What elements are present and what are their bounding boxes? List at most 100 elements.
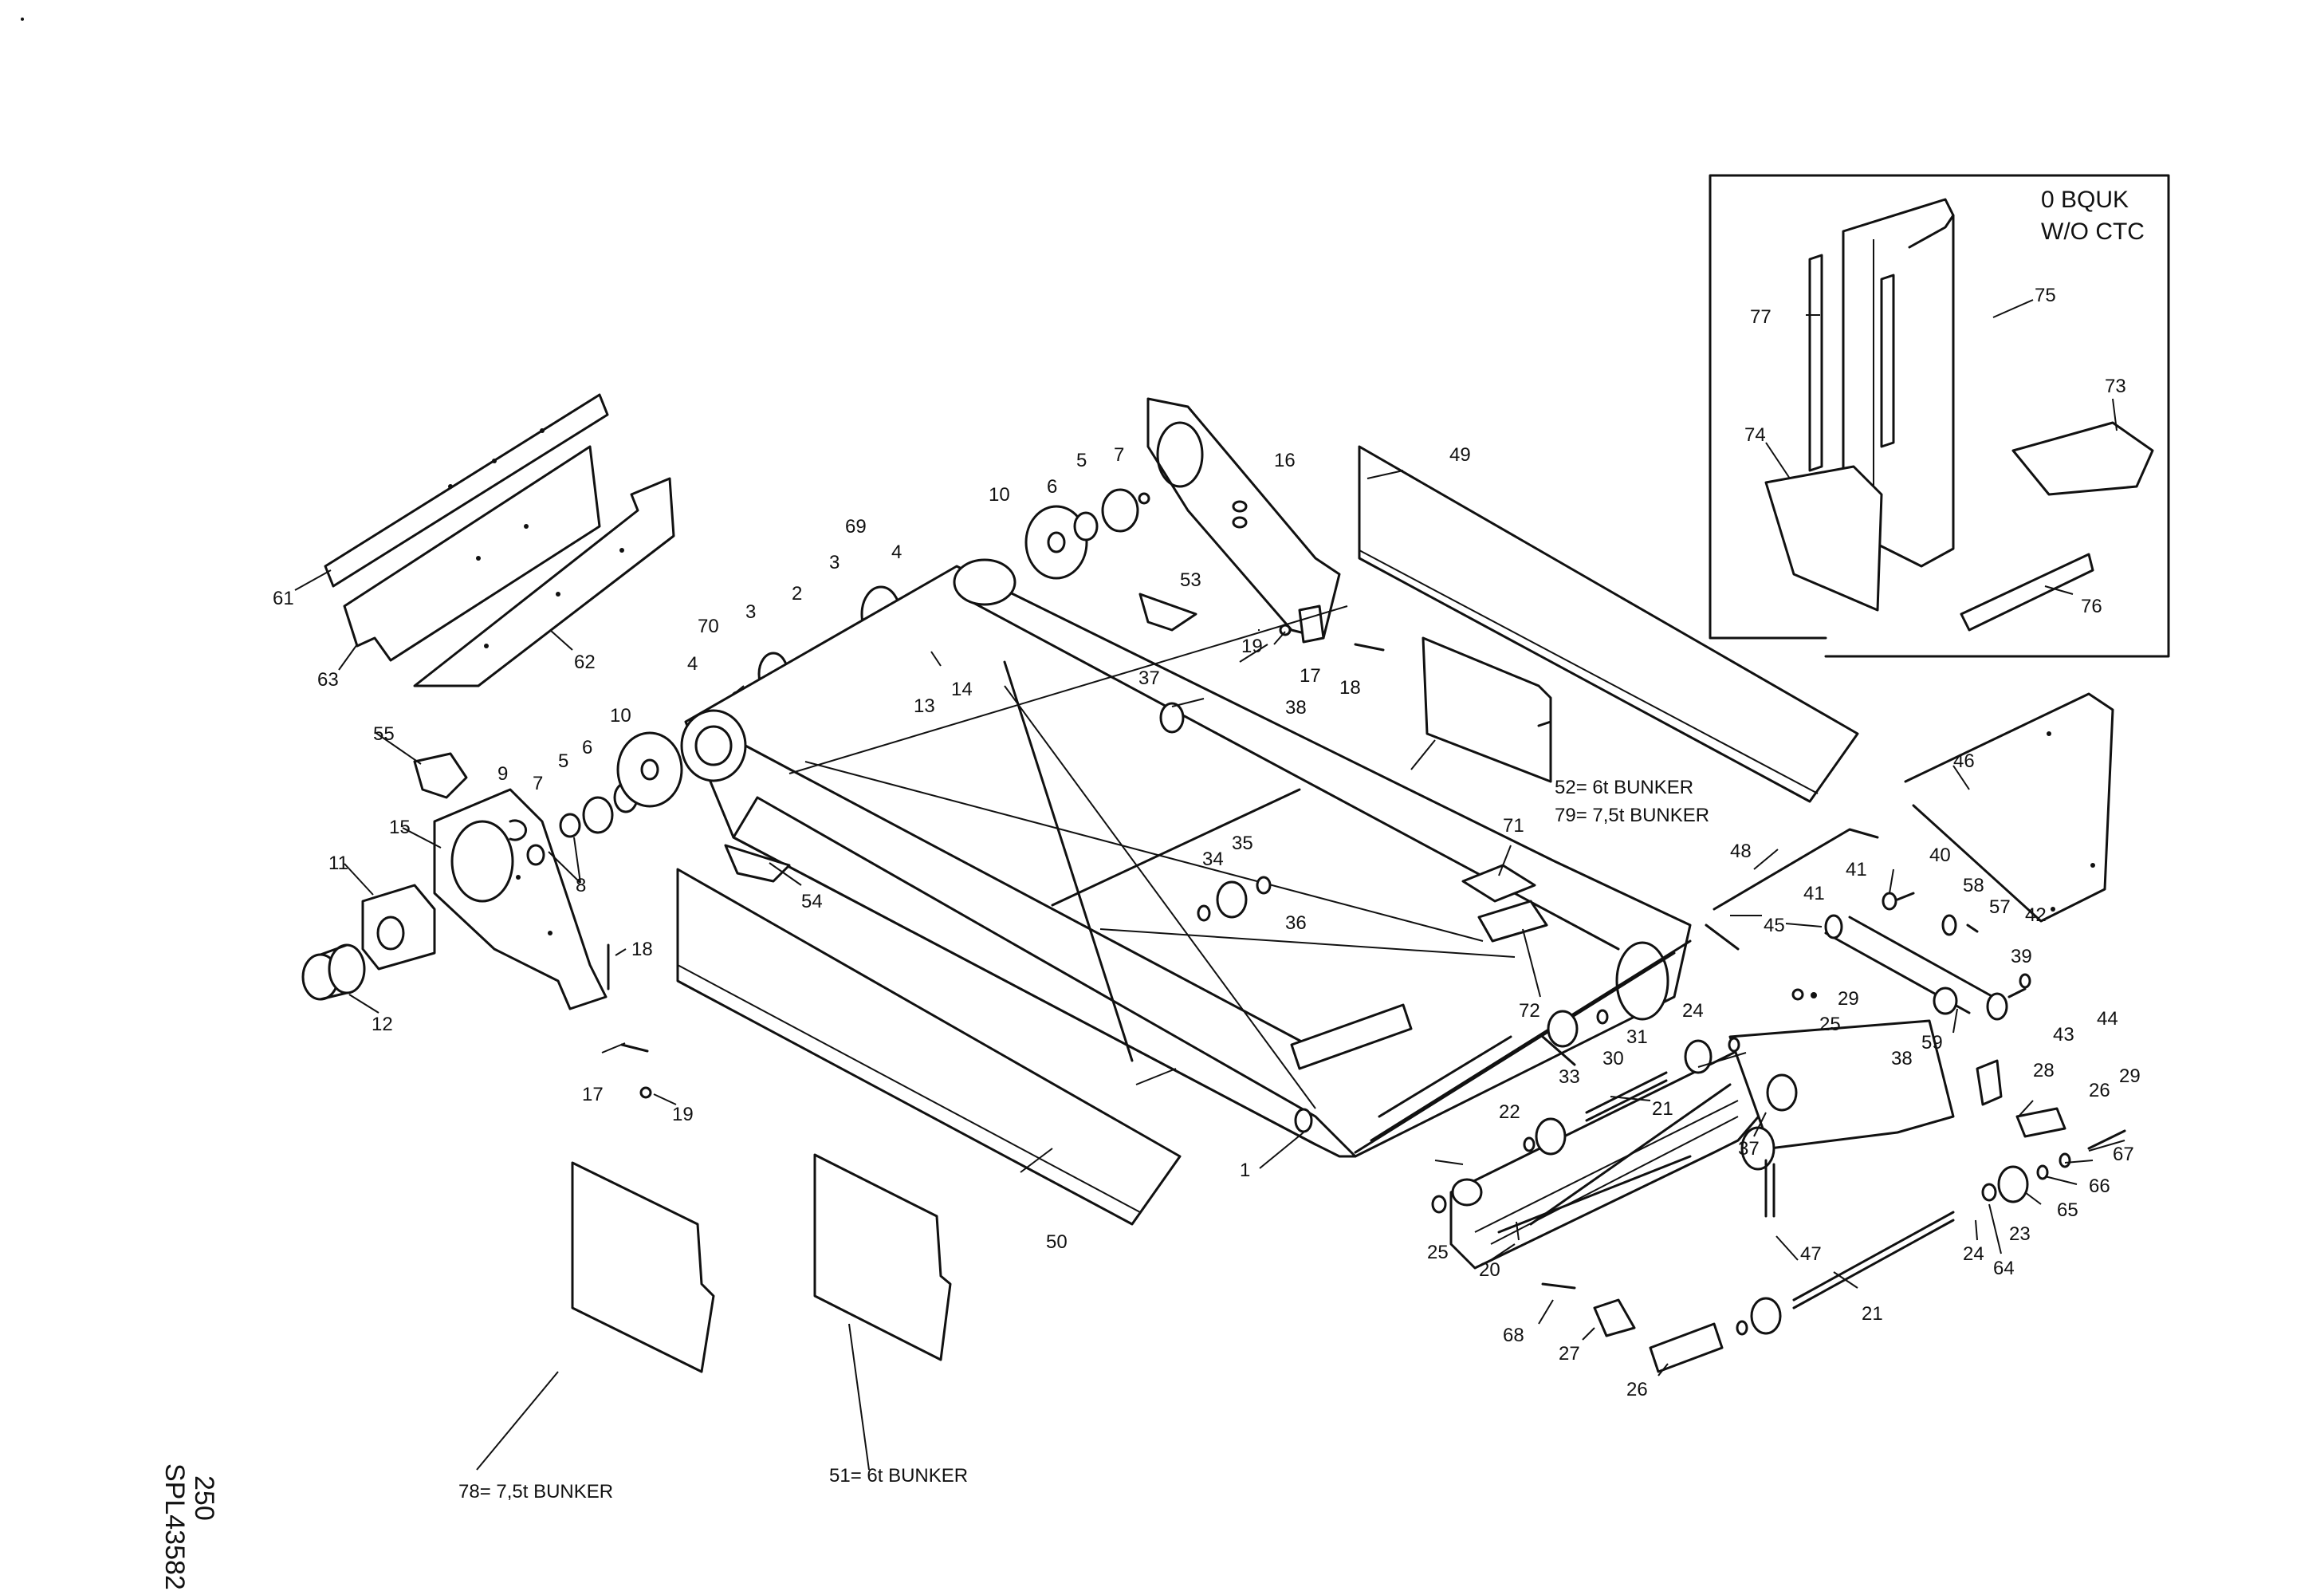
callout-3a: 3 — [745, 601, 756, 623]
callout-63: 63 — [317, 669, 339, 691]
panel-62 — [413, 477, 675, 687]
side-bracket-15 — [433, 788, 608, 1010]
callout-40: 40 — [1929, 845, 1951, 866]
callout-44: 44 — [2097, 1008, 2118, 1030]
tray-74 — [1764, 465, 1883, 612]
callout-29b: 29 — [2119, 1065, 2141, 1087]
callout-17b: 17 — [1300, 665, 1321, 687]
callout-29a: 29 — [1838, 988, 1859, 1010]
callout-58: 58 — [1963, 875, 1984, 896]
callout-22: 22 — [1499, 1101, 1520, 1123]
callout-57: 57 — [1989, 896, 2011, 918]
callout-46: 46 — [1953, 750, 1975, 772]
inset-title-2: W/O CTC — [2041, 219, 2145, 245]
callout-28: 28 — [2033, 1060, 2055, 1081]
page-number: 250 — [189, 1475, 219, 1521]
side-sheet-49 — [1358, 445, 1859, 803]
callout-11: 11 — [328, 853, 348, 874]
callout-69: 69 — [845, 516, 867, 538]
callout-18a: 18 — [631, 939, 653, 960]
callout-41b: 41 — [1803, 883, 1825, 904]
plate-71 — [1461, 864, 1536, 903]
callout-30: 30 — [1602, 1048, 1624, 1069]
callout-59: 59 — [1921, 1032, 1943, 1053]
callout-61: 61 — [273, 588, 294, 609]
callout-1: 1 — [1240, 1160, 1250, 1181]
cover-46 — [1904, 692, 2114, 923]
callout-7b: 7 — [1114, 444, 1124, 466]
right-drive-washers — [1024, 488, 1150, 580]
callouts: 61 63 62 55 15 11 12 9 7 5 6 10 8 18 17 … — [273, 285, 2141, 1400]
bolts-19-17-18-right — [1279, 605, 1385, 652]
callout-19a: 19 — [672, 1104, 694, 1125]
callout-10b: 10 — [989, 484, 1010, 506]
callout-75: 75 — [2035, 285, 2056, 306]
callout-9: 9 — [497, 763, 508, 785]
callout-70: 70 — [698, 616, 719, 637]
side-sheet-50 — [676, 868, 1182, 1226]
callout-65: 65 — [2057, 1199, 2078, 1221]
bracket-53 — [1138, 593, 1197, 632]
callout-24b: 24 — [1963, 1243, 1984, 1265]
bracket-54 — [724, 844, 791, 883]
callout-16: 16 — [1274, 450, 1296, 471]
plate-73 — [2011, 421, 2154, 496]
callout-10a: 10 — [610, 705, 631, 727]
callout-41a: 41 — [1846, 859, 1867, 880]
callout-50: 50 — [1046, 1231, 1068, 1253]
callout-18b: 18 — [1339, 677, 1361, 699]
gearbox-11 — [361, 884, 436, 971]
callout-62: 62 — [574, 652, 596, 673]
main-frame-1 — [680, 558, 1692, 1158]
rollers-23-64 — [1736, 1129, 2126, 1336]
inset-frame — [1709, 174, 2170, 658]
callout-15: 15 — [389, 817, 411, 838]
callout-42: 42 — [2025, 904, 2047, 926]
callout-19b: 19 — [1241, 636, 1263, 657]
inset-title-1: 0 BQUK — [2041, 187, 2129, 213]
note-52: 52= 6t BUNKER — [1555, 777, 1693, 798]
motor-12 — [301, 943, 366, 1001]
shaft-45-41-39 — [1824, 892, 2008, 1021]
callout-14: 14 — [951, 679, 973, 700]
callout-21b: 21 — [1862, 1303, 1883, 1325]
callout-23: 23 — [2009, 1223, 2031, 1245]
sub-frame-20 — [1449, 1019, 1955, 1270]
callout-2: 2 — [792, 583, 802, 605]
callout-66: 66 — [2089, 1176, 2110, 1197]
bolts-18-17-19-left — [607, 943, 652, 1099]
callout-47: 47 — [1800, 1243, 1822, 1265]
note-78: 78= 7,5t BUNKER — [458, 1481, 613, 1502]
callout-38b: 38 — [1891, 1048, 1913, 1069]
callout-25a: 25 — [1819, 1014, 1841, 1035]
callout-36: 36 — [1285, 912, 1307, 934]
callout-67: 67 — [2113, 1144, 2134, 1165]
callout-6a: 6 — [582, 737, 592, 758]
note-51: 51= 6t BUNKER — [829, 1465, 968, 1487]
callout-8: 8 — [576, 875, 586, 896]
cover-51 — [813, 1153, 952, 1361]
callout-55: 55 — [373, 723, 395, 745]
callout-54: 54 — [801, 891, 823, 912]
callout-21a: 21 — [1652, 1098, 1673, 1120]
side-bracket-16 — [1146, 397, 1341, 640]
bar-26-28-27-68 — [1431, 1059, 2066, 1373]
callout-72: 72 — [1519, 1000, 1540, 1022]
strip-77 — [1808, 254, 1895, 472]
callout-4b: 4 — [687, 653, 698, 675]
callout-43: 43 — [2053, 1024, 2074, 1046]
panel-63 — [343, 445, 601, 662]
callout-20: 20 — [1479, 1259, 1500, 1281]
cover-78 — [571, 1161, 715, 1373]
callout-68: 68 — [1503, 1325, 1524, 1346]
callout-12: 12 — [372, 1014, 393, 1035]
callout-5b: 5 — [1076, 450, 1087, 471]
drawing-reference: SPL43582 — [159, 1463, 190, 1590]
callout-25b: 25 — [1427, 1242, 1449, 1263]
callout-31: 31 — [1626, 1026, 1648, 1048]
panel-61 — [324, 393, 609, 588]
callout-49: 49 — [1449, 444, 1471, 466]
callout-34: 34 — [1202, 849, 1224, 870]
callout-39: 39 — [2011, 946, 2032, 967]
